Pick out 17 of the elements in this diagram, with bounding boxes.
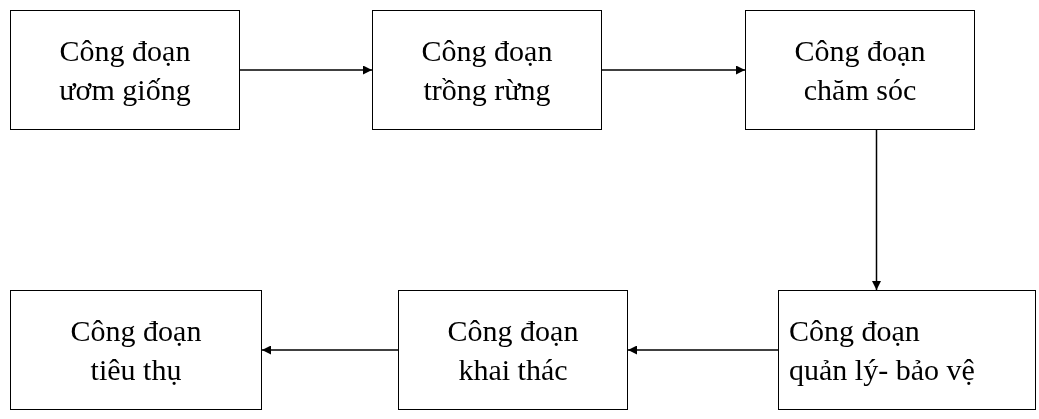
process-box — [398, 290, 628, 410]
arrow — [261, 345, 399, 355]
arrow — [627, 345, 779, 355]
box-label: Công đoạn tiêu thụ — [70, 313, 202, 388]
box-label: Công đoạn ươm giống — [59, 33, 191, 108]
box-label: Công đoạn chăm sóc — [794, 33, 926, 108]
process-box — [10, 290, 262, 410]
process-box — [10, 10, 240, 130]
box-label: Công đoạn quản lý- bảo vệ — [789, 313, 975, 388]
box-label: Công đoạn khai thác — [447, 313, 579, 388]
process-box — [372, 10, 602, 130]
arrow — [872, 129, 881, 291]
process-box — [745, 10, 975, 130]
arrow — [239, 65, 373, 75]
process-box — [778, 290, 1036, 410]
box-label: Công đoạn trồng rừng — [421, 33, 553, 108]
arrow — [601, 65, 746, 75]
